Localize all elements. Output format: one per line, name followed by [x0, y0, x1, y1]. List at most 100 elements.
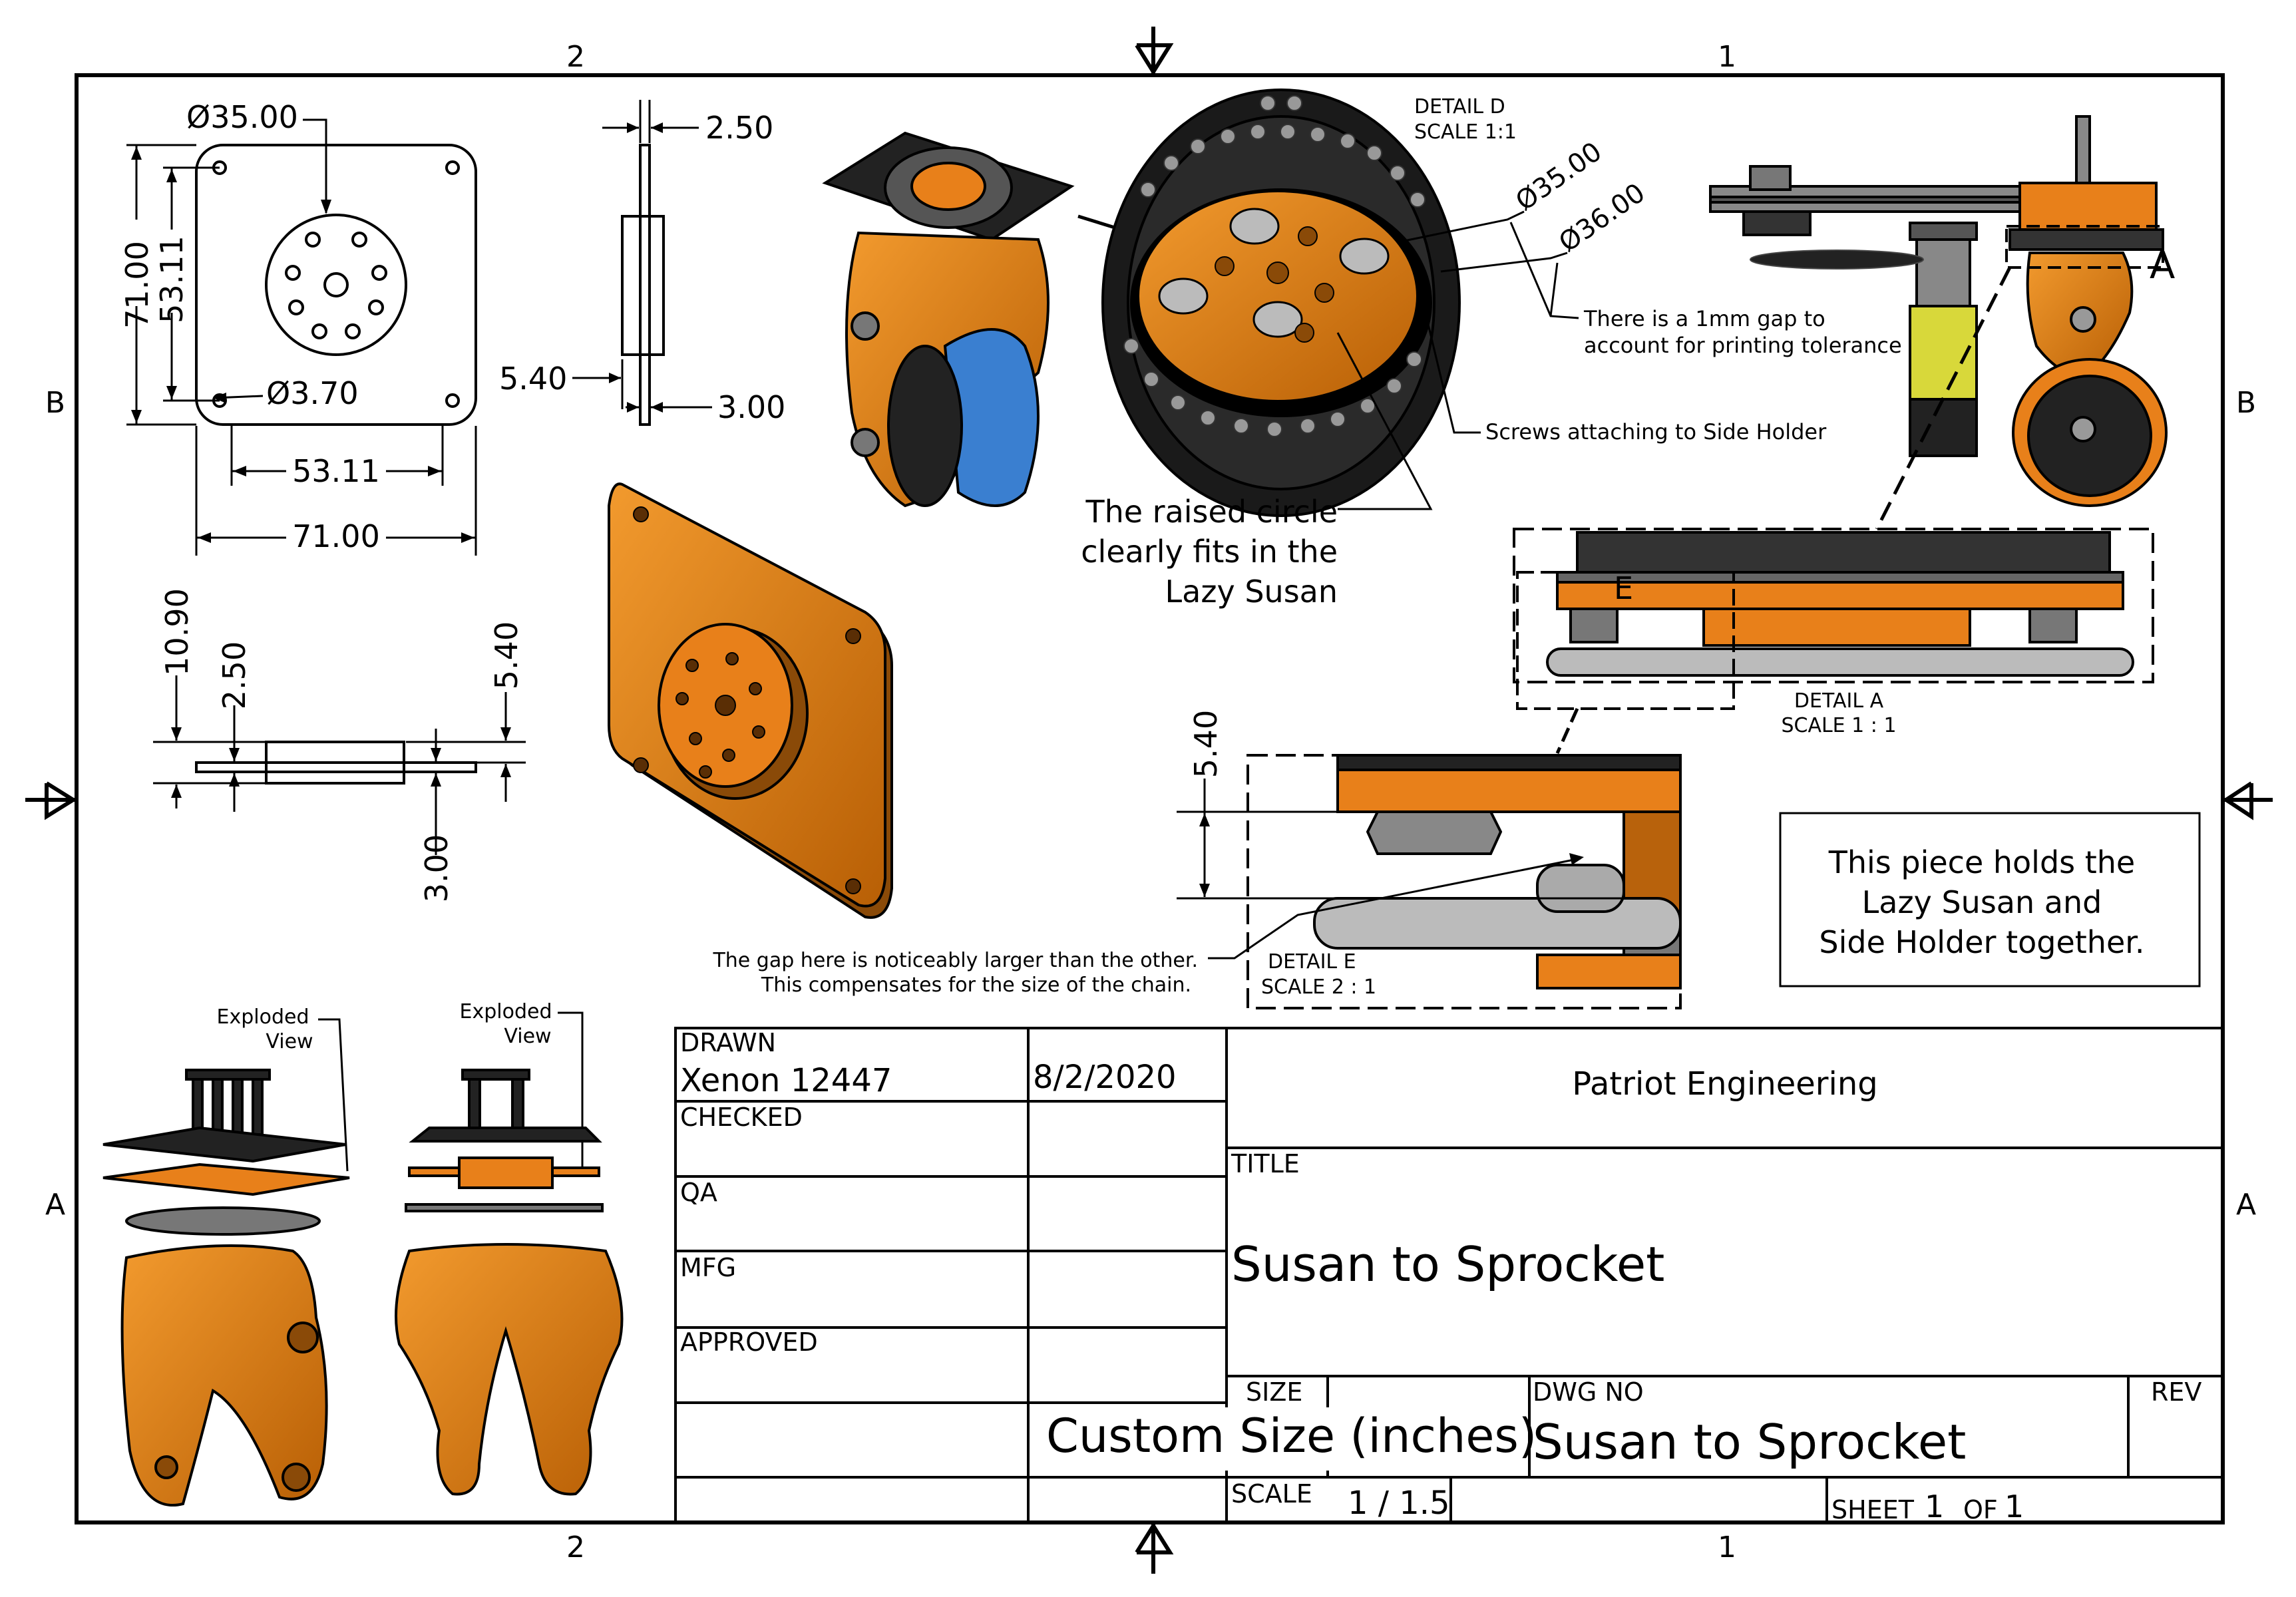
info-box-line3: Side Holder together. [1819, 924, 2144, 960]
detail-e-marker: E [1614, 570, 1633, 606]
exploded-right-line2: View [504, 1025, 551, 1048]
plate-front-view [195, 144, 477, 426]
dim-bottom-c: 5.40 [488, 621, 524, 689]
info-box-line2: Lazy Susan and [1862, 884, 2102, 920]
note-screws: Screws attaching to Side Holder [1485, 419, 1827, 444]
note-circle-line3: Lazy Susan [1165, 574, 1338, 610]
rev-label: REV [2151, 1377, 2201, 1407]
of-label: OF [1963, 1495, 1998, 1524]
detail-d-scale: SCALE 1:1 [1414, 120, 1517, 144]
zone-top-1: 1 [1718, 40, 1736, 74]
dim-side-left: 5.40 [499, 361, 567, 397]
side-assembly-view [1709, 115, 2168, 507]
detail-e-note-line2: This compensates for the size of the cha… [761, 974, 1191, 997]
zone-right-a: A [2236, 1188, 2256, 1222]
approved-label: APPROVED [680, 1328, 818, 1357]
isometric-plate [608, 482, 893, 919]
center-mark-right [2222, 781, 2273, 820]
detail-e-note-leader [1208, 857, 1581, 960]
exploded-left-leader [318, 1018, 349, 1172]
dim-width-inner: 53.11 [292, 453, 380, 489]
exploded-view-right [395, 1069, 624, 1496]
detail-e-arrowheads [1199, 813, 1210, 897]
info-box [1779, 812, 2201, 987]
scale-value: 1 / 1.5 [1348, 1485, 1450, 1522]
detail-e-label: DETAIL E [1268, 950, 1356, 974]
exploded-right-leader [558, 1011, 584, 1168]
dim-hole-circle: Ø35.00 [186, 99, 298, 135]
zone-left-a: A [45, 1188, 65, 1222]
plate-side-arrowheads [609, 122, 663, 413]
caster-assembly-iso [822, 131, 1075, 508]
qa-label: QA [680, 1178, 717, 1207]
dim-height-inner: 53.11 [154, 236, 190, 323]
detail-d-dim-leaders [1336, 210, 1579, 510]
detail-d-label: DETAIL D [1414, 95, 1505, 118]
zone-top-2: 2 [566, 40, 585, 74]
drawn-name: Xenon 12447 [680, 1062, 892, 1099]
exploded-left-line1: Exploded [217, 1005, 309, 1029]
dim-bottom-a: 10.90 [159, 588, 195, 676]
exploded-left-line2: View [266, 1030, 313, 1053]
detail-e-dimension [1177, 779, 1624, 900]
detail-e-view [1313, 754, 1682, 989]
dwg-no-label: DWG NO [1533, 1377, 1644, 1407]
note-circle-line2: clearly fits in the [1081, 534, 1338, 570]
zone-bottom-2: 2 [566, 1530, 585, 1564]
detail-d-leader [1077, 214, 1115, 230]
plate-front-dimensions [126, 118, 477, 556]
detail-a-scale: SCALE 1 : 1 [1781, 714, 1896, 737]
detail-e-note-line1: The gap here is noticeably larger than t… [712, 949, 1198, 972]
note-gap-line1: There is a 1mm gap to [1583, 306, 1825, 331]
exploded-view-left [102, 1069, 350, 1507]
title-label: TITLE [1231, 1149, 1300, 1178]
plate-side-view [621, 144, 665, 426]
size-text-mask [1030, 1407, 1523, 1471]
plate-bottom-view [195, 741, 477, 785]
dim-bottom-d: 3.00 [419, 834, 455, 902]
center-mark-left [25, 781, 77, 820]
center-mark-bottom [1135, 1522, 1174, 1574]
dim-label-mask [286, 456, 386, 486]
dim-width-outer: 71.00 [292, 518, 380, 554]
detail-e-note-arrow [1569, 853, 1584, 865]
detail-a-label: DETAIL A [1794, 689, 1884, 713]
zone-bottom-1: 1 [1718, 1530, 1736, 1564]
info-box-line1: This piece holds the [1828, 844, 2135, 880]
mfg-label: MFG [680, 1253, 736, 1282]
detail-e-connector [1555, 707, 1579, 755]
detail-d-view [1101, 89, 1461, 517]
of-number: 1 [2005, 1489, 2024, 1524]
zone-right-b: B [2236, 386, 2256, 420]
note-gap-line2: account for printing tolerance [1584, 333, 1902, 358]
detail-a-marker: A [2150, 244, 2175, 287]
sheet-label: SHEET [1831, 1495, 1915, 1524]
detail-a-view [1546, 531, 2134, 677]
detail-a-frame [1513, 528, 2154, 683]
sheet-number: 1 [1925, 1489, 1944, 1524]
plate-bottom-arrowheads [171, 727, 511, 798]
detail-d-chain-beads [1123, 95, 1426, 437]
plate-front-arrowheads [131, 146, 475, 543]
center-mark-top [1135, 27, 1174, 76]
dim-height-outer: 71.00 [119, 241, 155, 329]
dim-label-mask [125, 220, 152, 306]
detail-d-dim2: Ø36.00 [1553, 178, 1650, 258]
dim-bottom-b: 2.50 [216, 641, 252, 709]
drawing-title: Susan to Sprocket [1231, 1236, 1664, 1292]
plate-side-dimensions [572, 100, 712, 426]
dim-label-mask [286, 522, 386, 553]
dim-side-right: 3.00 [717, 389, 785, 425]
detail-a-connector [1875, 266, 2012, 530]
checked-label: CHECKED [680, 1103, 803, 1132]
note-circle-line1: The raised circle [1085, 494, 1338, 530]
company-name: Patriot Engineering [1572, 1065, 1878, 1103]
drawn-label: DRAWN [680, 1028, 776, 1057]
dim-mount-hole: Ø3.70 [266, 375, 359, 411]
detail-e-dim: 5.40 [1188, 710, 1224, 778]
dim-side-top: 2.50 [705, 110, 773, 146]
detail-e-scale: SCALE 2 : 1 [1261, 976, 1376, 999]
exploded-right-line1: Exploded [460, 1000, 552, 1023]
scale-label: SCALE [1231, 1479, 1312, 1508]
